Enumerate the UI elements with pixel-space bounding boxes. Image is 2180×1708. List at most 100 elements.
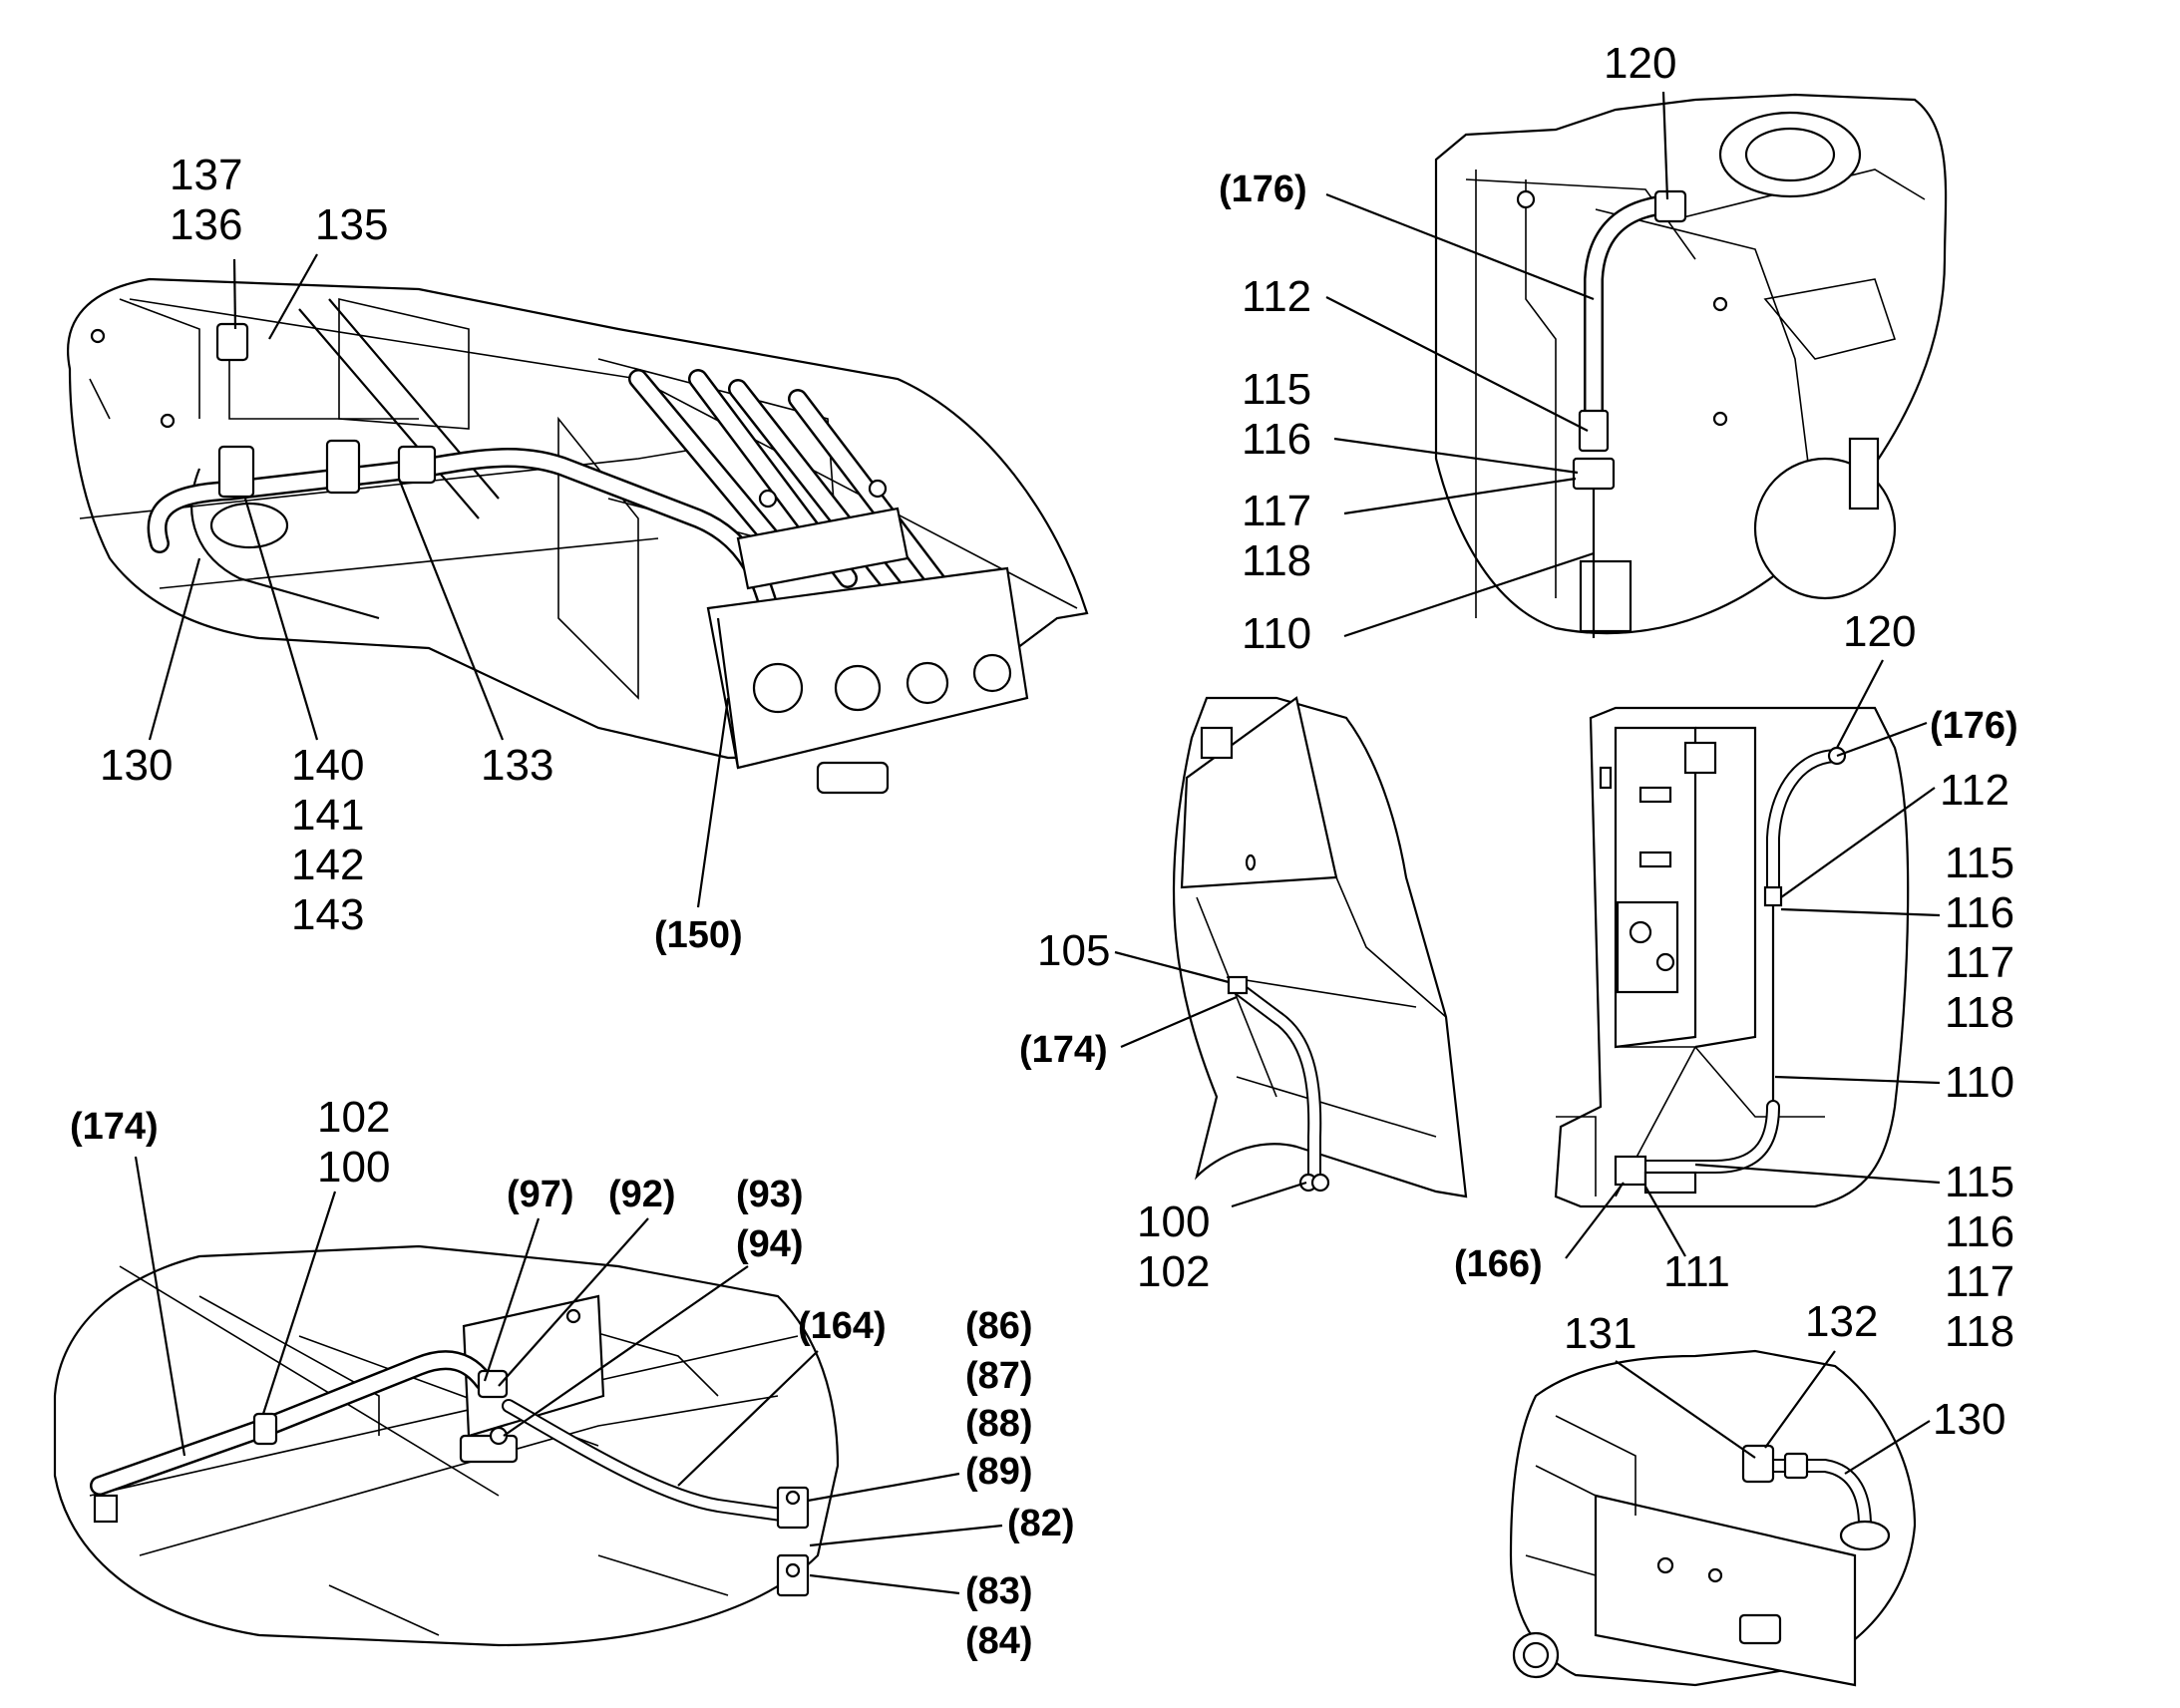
- leader-112-b: [1780, 787, 1936, 898]
- label-115-b: 115: [1945, 839, 2014, 887]
- label-89: (89): [965, 1451, 1033, 1493]
- leader-120-b: [1836, 659, 1884, 749]
- leader-166: [1565, 1182, 1625, 1259]
- label-105: 105: [1037, 926, 1110, 975]
- label-120: 120: [1604, 39, 1676, 88]
- view-6-labels: 131 132 130: [1564, 1297, 2005, 1475]
- leader-117: [1343, 477, 1577, 515]
- view-6-assembly: [1509, 1349, 1917, 1687]
- leader-176: [1325, 192, 1595, 301]
- label-116: 116: [1242, 415, 1311, 464]
- leader-136: [232, 258, 237, 330]
- label-118-b: 118: [1945, 988, 2014, 1037]
- label-115: 115: [1242, 365, 1311, 414]
- label-117: 117: [1242, 487, 1311, 535]
- leader-94: [503, 1265, 749, 1437]
- label-102: 102: [1137, 1247, 1210, 1296]
- leader-110-b: [1774, 1075, 1941, 1085]
- label-176: (176): [1219, 169, 1307, 210]
- label-86: (86): [965, 1305, 1033, 1347]
- leader-111: [1644, 1186, 1686, 1257]
- label-94: (94): [736, 1223, 804, 1265]
- leader-135: [268, 253, 318, 340]
- leader-110: [1343, 551, 1595, 638]
- label-150: (150): [654, 914, 743, 956]
- label-135: 135: [315, 200, 388, 249]
- view-2-labels: 120 (176) 112 115 116 117 118 110: [1219, 39, 1676, 658]
- label-115-c: 115: [1945, 1158, 2014, 1206]
- label-164: (164): [798, 1305, 887, 1347]
- leader-120: [1661, 91, 1669, 200]
- label-142: 142: [291, 841, 364, 889]
- view-5-assembly: [53, 1244, 840, 1647]
- view-1-labels: 137 136 135 130 140 141 142 143 133 (150…: [100, 151, 743, 956]
- label-112-b: 112: [1940, 766, 2009, 815]
- label-176-b: (176): [1930, 705, 2018, 747]
- leader-89: [807, 1472, 960, 1503]
- leader-150: [696, 697, 730, 908]
- leader-174: [1120, 995, 1238, 1049]
- leader-82: [809, 1524, 1003, 1547]
- leader-112: [1325, 296, 1589, 432]
- label-130: 130: [100, 741, 173, 790]
- label-118: 118: [1242, 536, 1311, 585]
- view-2-assembly: [1434, 93, 1948, 638]
- view-3-labels: 105 (174) 100 102: [1019, 926, 1307, 1296]
- leader-130: [148, 557, 201, 741]
- label-111: 111: [1663, 1247, 1730, 1296]
- leader-133: [397, 478, 505, 741]
- label-136: 136: [170, 200, 242, 249]
- view-4-assembly: [1554, 706, 1910, 1208]
- view-4-labels: 120 (176) 112 115 116 117 118 110 115 11…: [1454, 607, 2018, 1356]
- label-133: 133: [481, 741, 553, 790]
- label-141: 141: [291, 791, 364, 840]
- leader-105: [1114, 950, 1230, 984]
- label-130-b: 130: [1933, 1395, 2005, 1444]
- leader-164: [677, 1350, 819, 1487]
- leader-83: [809, 1573, 960, 1595]
- label-174-b: (174): [70, 1106, 159, 1148]
- label-117-c: 117: [1945, 1257, 2014, 1306]
- label-110-b: 110: [1945, 1058, 2014, 1107]
- label-84: (84): [965, 1620, 1033, 1662]
- label-116-b: 116: [1945, 888, 2014, 937]
- leader-116-b: [1780, 907, 1941, 917]
- leader-131: [1615, 1360, 1756, 1459]
- label-118-c: 118: [1945, 1307, 2014, 1356]
- label-102-b: 102: [317, 1093, 390, 1142]
- view-3-outline: [1172, 696, 1468, 1198]
- view-1-assembly: [67, 277, 1089, 795]
- label-137: 137: [170, 151, 242, 199]
- label-93: (93): [736, 1174, 804, 1215]
- view-4-outline: [1554, 706, 1910, 1208]
- leader-92: [498, 1217, 649, 1387]
- view-6-outline: [1509, 1349, 1917, 1687]
- leader-174-b: [134, 1156, 186, 1457]
- label-97: (97): [507, 1174, 574, 1215]
- label-87: (87): [965, 1355, 1033, 1397]
- label-100-b: 100: [317, 1143, 390, 1192]
- leader-97: [483, 1217, 541, 1382]
- label-82: (82): [1007, 1503, 1075, 1544]
- leader-140: [243, 498, 319, 741]
- leader-176-b: [1836, 721, 1928, 758]
- label-92: (92): [608, 1174, 676, 1215]
- label-131: 131: [1564, 1309, 1636, 1358]
- label-110: 110: [1242, 609, 1311, 658]
- label-132: 132: [1805, 1297, 1878, 1346]
- label-83: (83): [965, 1570, 1033, 1612]
- label-112: 112: [1242, 272, 1311, 321]
- label-174: (174): [1019, 1029, 1108, 1071]
- view-5-labels: (174) 102 100 (97) (92) (93) (94) (164) …: [70, 1093, 1075, 1662]
- label-140: 140: [291, 741, 364, 790]
- label-100: 100: [1137, 1197, 1210, 1246]
- label-116-c: 116: [1945, 1207, 2014, 1256]
- label-117-b: 117: [1945, 938, 2014, 987]
- label-143: 143: [291, 890, 364, 939]
- label-120-b: 120: [1843, 607, 1916, 656]
- label-88: (88): [965, 1403, 1033, 1445]
- leader-116: [1333, 437, 1579, 475]
- view-3-assembly: [1172, 696, 1468, 1198]
- label-166: (166): [1454, 1243, 1543, 1285]
